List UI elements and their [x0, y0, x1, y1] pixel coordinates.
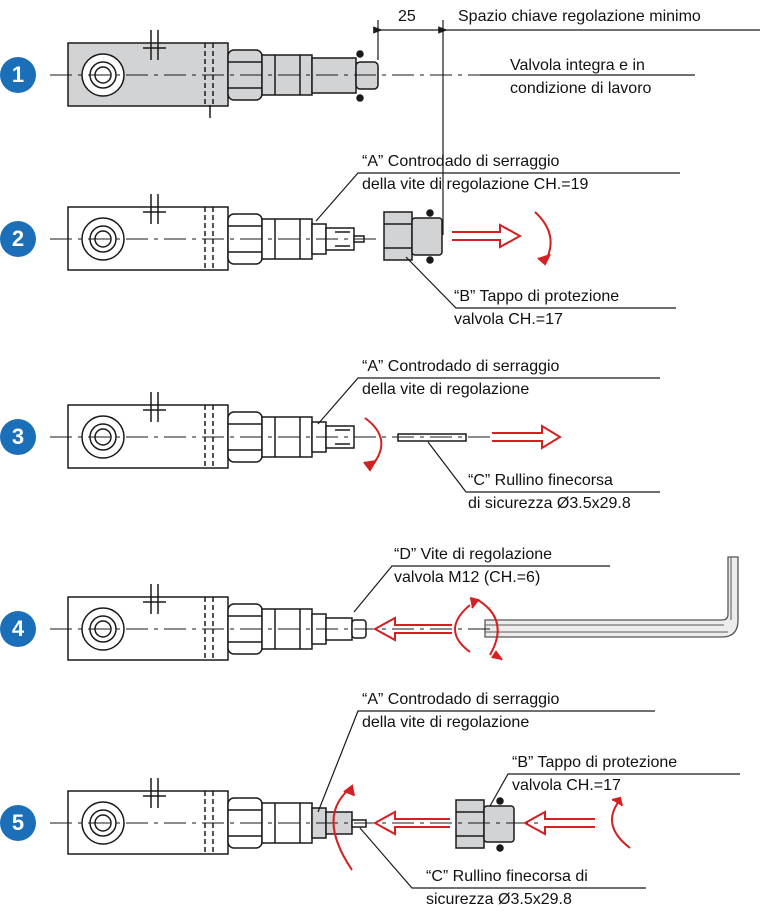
- hex-key: [484, 556, 739, 638]
- step-3-label-a-line-2: della vite di regolazione: [362, 381, 530, 398]
- step-3-valve: [67, 392, 467, 469]
- step-5-label-a-line-2: della vite di regolazione: [362, 714, 530, 731]
- dimension-label: Spazio chiave regolazione minimo: [458, 8, 701, 25]
- step-4-label-d-line-1: “D” Vite di regolazione: [394, 546, 553, 563]
- step-3-label-a-line-1: “A” Controdado di serraggio: [362, 358, 560, 375]
- step-badge-4: 4: [0, 611, 36, 647]
- step-2-label-b-line-2: valvola CH.=17: [454, 311, 563, 328]
- step-3-label-c-line-1: “C” Rullino finecorsa: [468, 472, 613, 489]
- step-4-leaders: [353, 565, 610, 613]
- step-2-red-arrows: [452, 211, 552, 266]
- step-3-leaders: [317, 377, 660, 493]
- step-2-label-a-line-2: della vite di regolazione CH.=19: [362, 176, 589, 193]
- step-1-label-line-1: Valvola integra e in: [510, 57, 645, 74]
- step-5-label-b-line-1: “B” Tappo di protezione: [512, 754, 678, 771]
- step-5-label-a-line-1: “A” Controdado di serraggio: [362, 691, 560, 708]
- dimension-25: [373, 20, 760, 235]
- step-5-label-b-line-2: valvola CH.=17: [512, 777, 621, 794]
- step-badge-5: 5: [0, 805, 36, 841]
- step-1-valve: [67, 30, 379, 118]
- step-5-label-c-line-2: sicurezza Ø3.5x29.8: [426, 891, 572, 908]
- step-3-red-arrows: [363, 417, 562, 472]
- step-badge-2: 2: [0, 221, 36, 257]
- step-4-red-arrows: [372, 597, 503, 661]
- step-badge-1: 1: [0, 57, 36, 93]
- step-2-leaders: [315, 172, 680, 309]
- step-5-valve: [67, 778, 515, 855]
- step-badge-3: 3: [0, 419, 36, 455]
- step-5-label-c-line-1: “C” Rullino finecorsa di: [426, 868, 588, 885]
- step-5-leaders: [317, 710, 740, 889]
- dimension-value: 25: [398, 8, 416, 25]
- step-2-label-b-line-1: “B” Tappo di protezione: [454, 288, 620, 305]
- step-1-label-line-2: condizione di lavoro: [510, 80, 652, 97]
- step-2-label-a-line-1: “A” Controdado di serraggio: [362, 153, 560, 170]
- step-4-valve: [67, 584, 367, 661]
- step-5-red-arrows: [332, 784, 631, 871]
- step-2-valve: [67, 194, 443, 271]
- step-4-label-d-line-2: valvola M12 (CH.=6): [394, 569, 541, 586]
- step-3-label-c-line-2: di sicurezza Ø3.5x29.8: [468, 495, 631, 512]
